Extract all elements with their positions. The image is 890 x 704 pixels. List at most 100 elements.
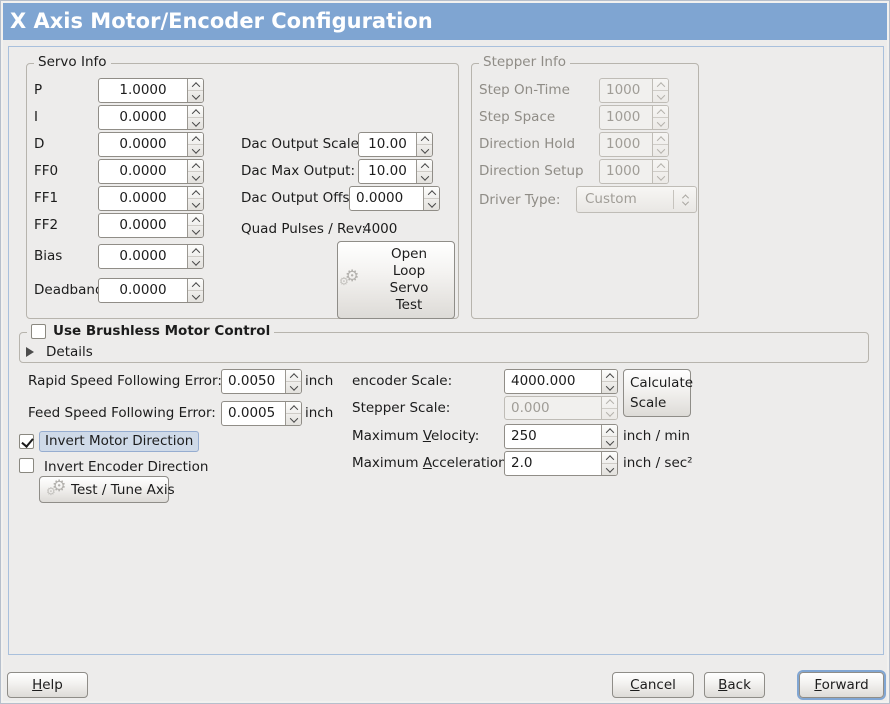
spin-down-button[interactable] [188, 117, 203, 129]
dac-output-offset-value[interactable]: 0.0000 [356, 190, 404, 206]
brushless-frame [19, 332, 869, 363]
spin-down-button[interactable] [188, 144, 203, 156]
dac-output-scale-spinbox[interactable]: 10.00 [358, 132, 433, 157]
invert-motor-direction-checkbox[interactable] [19, 434, 34, 449]
feed-following-error-value[interactable]: 0.0005 [228, 405, 276, 421]
servo-d-value[interactable]: 0.0000 [119, 136, 167, 152]
spin-up-button[interactable] [602, 425, 617, 437]
calculate-scale-button[interactable]: Calculate Scale [623, 369, 693, 417]
spin-up-button[interactable] [188, 279, 203, 291]
step-space-spinbox: 1000 [599, 105, 669, 130]
spin-down-button[interactable] [424, 198, 439, 210]
spin-down-button[interactable] [286, 413, 301, 425]
spin-down-button[interactable] [602, 381, 617, 393]
dac-output-offset-spinbox[interactable]: 0.0000 [349, 186, 440, 211]
maximum-velocity-value[interactable]: 250 [511, 428, 537, 444]
servo-label-ff0: FF0 [34, 163, 59, 179]
cancel-button[interactable]: Cancel [612, 672, 694, 698]
open-loop-servo-test-button[interactable]: Open Loop Servo Test [337, 241, 455, 319]
stepper-scale-value: 0.000 [511, 400, 550, 416]
test-tune-axis-button[interactable]: Test / Tune Axis [39, 476, 175, 503]
servo-p-spinbox[interactable]: 1.0000 [98, 78, 204, 103]
invert-motor-direction-label[interactable]: Invert Motor Direction [39, 431, 200, 452]
encoder-scale-spinbox[interactable]: 4000.000 [504, 369, 618, 394]
help-button[interactable]: Help [7, 672, 88, 698]
rapid-following-error-spinbox[interactable]: 0.0050 [221, 369, 302, 394]
spin-up-button[interactable] [188, 187, 203, 199]
spin-up-button[interactable] [188, 79, 203, 91]
servo-bias-spinbox[interactable]: 0.0000 [98, 244, 204, 269]
spin-down-button[interactable] [188, 256, 203, 268]
spin-up-button[interactable] [188, 133, 203, 145]
spin-down-button[interactable] [188, 90, 203, 102]
servo-ff0-value[interactable]: 0.0000 [119, 163, 167, 179]
spin-up-button[interactable] [286, 402, 301, 414]
rapid-following-error-value[interactable]: 0.0050 [228, 373, 276, 389]
feed-following-error-spinbox[interactable]: 0.0005 [221, 401, 302, 426]
servo-ff1-value[interactable]: 0.0000 [119, 190, 167, 206]
spin-down-button[interactable] [602, 436, 617, 448]
spin-up-button[interactable] [188, 106, 203, 118]
servo-ff2-spinbox[interactable]: 0.0000 [98, 213, 204, 238]
spin-down-button[interactable] [602, 463, 617, 475]
encoder-scale-value[interactable]: 4000.000 [511, 373, 576, 389]
spin-down-button[interactable] [188, 171, 203, 183]
spin-down-button[interactable] [188, 198, 203, 210]
servo-ff1-spinbox[interactable]: 0.0000 [98, 186, 204, 211]
step-space-value: 1000 [606, 109, 641, 125]
spin-down-button[interactable] [188, 290, 203, 302]
maximum-acceleration-spinbox[interactable]: 2.0 [504, 451, 618, 476]
brushless-checkbox[interactable] [31, 323, 46, 339]
servo-i-value[interactable]: 0.0000 [119, 109, 167, 125]
dac-max-output-value[interactable]: 10.00 [368, 163, 407, 179]
expander-arrow-icon[interactable] [26, 347, 34, 357]
servo-deadband-value[interactable]: 0.0000 [119, 282, 167, 298]
spin-up-button[interactable] [188, 245, 203, 257]
servo-bias-value[interactable]: 0.0000 [119, 248, 167, 264]
servo-label-p: P [34, 82, 43, 98]
servo-label-deadband: Deadband [34, 282, 104, 298]
quad-pulses-label: Quad Pulses / Rev: [241, 221, 366, 237]
spin-up-button[interactable] [188, 160, 203, 172]
forward-button[interactable]: Forward [799, 672, 884, 698]
maximum-acceleration-value[interactable]: 2.0 [511, 455, 533, 471]
stepper-info-legend: Stepper Info [479, 54, 571, 70]
back-button[interactable]: Back [704, 672, 765, 698]
spin-up-button[interactable] [286, 370, 301, 382]
maximum-velocity-spinbox[interactable]: 250 [504, 424, 618, 449]
invert-encoder-direction-checkbox[interactable] [19, 458, 34, 473]
spin-down-button[interactable] [417, 171, 432, 183]
combo-arrows-icon [674, 187, 696, 212]
details-expander-label[interactable]: Details [46, 344, 93, 360]
spin-down-button [653, 171, 668, 183]
spin-down-button[interactable] [286, 381, 301, 393]
spin-down-button[interactable] [417, 144, 432, 156]
servo-label-d: D [34, 136, 45, 152]
invert-encoder-direction-label[interactable]: Invert Encoder Direction [44, 459, 209, 475]
spin-down-button[interactable] [188, 225, 203, 237]
step-on-time-spinbox: 1000 [599, 78, 669, 103]
servo-label-ff2: FF2 [34, 217, 59, 233]
test-tune-axis-label: Test / Tune Axis [71, 481, 175, 498]
dac-output-scale-label: Dac Output Scale: [241, 136, 364, 152]
spin-down-button [653, 90, 668, 102]
spin-up-button[interactable] [424, 187, 439, 199]
stepper-scale-spinbox: 0.000 [504, 396, 618, 420]
servo-deadband-spinbox[interactable]: 0.0000 [98, 278, 204, 303]
dac-max-output-spinbox[interactable]: 10.00 [358, 159, 433, 184]
servo-ff2-value[interactable]: 0.0000 [119, 217, 167, 233]
spin-up-button[interactable] [602, 370, 617, 382]
servo-i-spinbox[interactable]: 0.0000 [98, 105, 204, 130]
servo-p-value[interactable]: 1.0000 [119, 82, 167, 98]
spin-up-button [653, 160, 668, 172]
dac-output-scale-value[interactable]: 10.00 [368, 136, 407, 152]
spin-up-button[interactable] [417, 160, 432, 172]
servo-d-spinbox[interactable]: 0.0000 [98, 132, 204, 157]
direction-setup-spinbox: 1000 [599, 159, 669, 184]
step-on-time-label: Step On-Time [479, 82, 570, 98]
servo-ff0-spinbox[interactable]: 0.0000 [98, 159, 204, 184]
spin-up-button [653, 133, 668, 145]
spin-up-button[interactable] [417, 133, 432, 145]
spin-up-button[interactable] [188, 214, 203, 226]
spin-up-button[interactable] [602, 452, 617, 464]
